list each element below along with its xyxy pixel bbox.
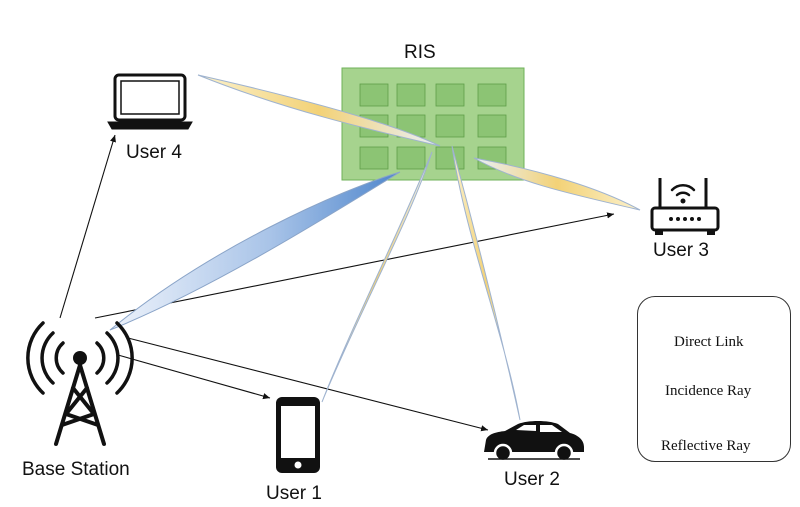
base-station-label: Base Station — [22, 459, 130, 480]
direct-link-user1 — [117, 354, 271, 400]
user-3-label: User 3 — [653, 240, 709, 261]
legend-reflective-ray-label: Reflective Ray — [661, 438, 751, 454]
user-2-label: User 2 — [504, 469, 560, 490]
base-station-icon — [26, 321, 134, 446]
ris-label: RIS — [404, 42, 436, 63]
direct-link-user2 — [127, 337, 489, 432]
car-icon — [484, 421, 584, 463]
reflective-ray-user4 — [197, 74, 441, 147]
incidence-ray — [109, 171, 401, 331]
reflective-rays — [197, 74, 641, 421]
legend-direct-link-label: Direct Link — [674, 334, 744, 350]
reflective-ray-user1 — [321, 151, 433, 403]
reflective-ray-user3 — [473, 157, 641, 211]
reflective-ray-user2 — [451, 145, 521, 421]
legend-box: Direct Link Incidence Ray Reflective Ray — [637, 296, 791, 462]
user-4-label: User 4 — [126, 142, 182, 163]
smartphone-icon — [276, 397, 320, 473]
legend-incidence-ray-label: Incidence Ray — [665, 383, 752, 399]
router-icon — [650, 178, 720, 235]
direct-link-user3 — [94, 212, 615, 319]
user-1-label: User 1 — [266, 483, 322, 504]
direct-link-user4 — [59, 134, 116, 319]
direct-links — [59, 134, 615, 432]
laptop-icon — [107, 73, 193, 130]
